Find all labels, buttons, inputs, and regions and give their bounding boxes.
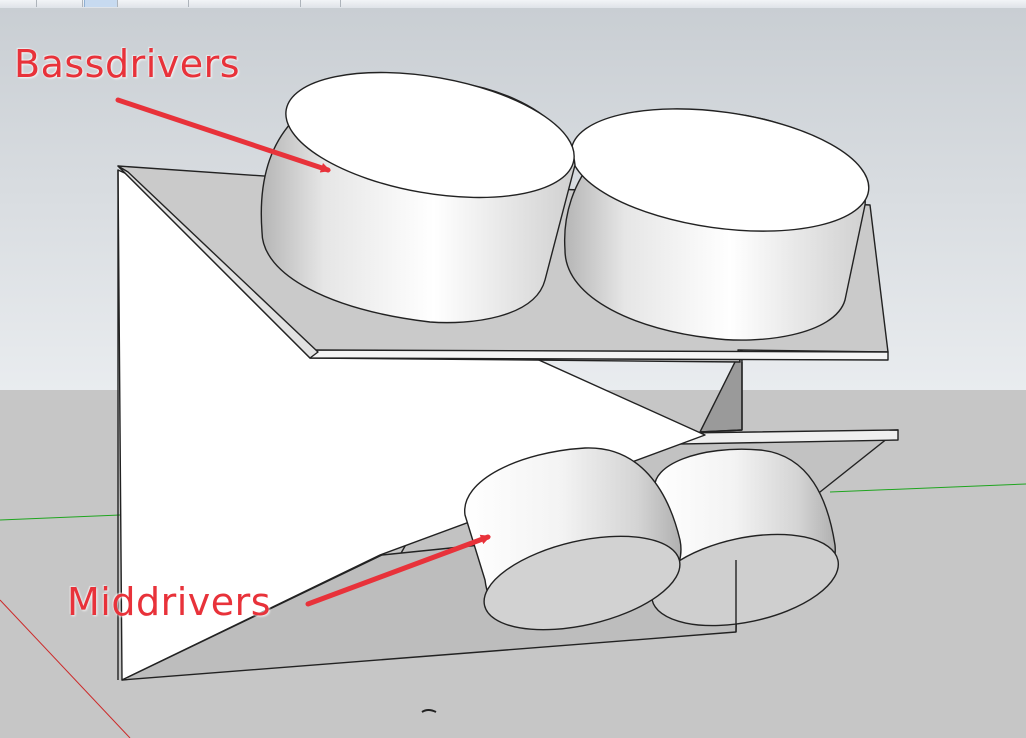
bassdrivers-label: Bassdrivers bbox=[14, 42, 241, 86]
mid-driver-left[interactable] bbox=[464, 447, 689, 646]
top-plate-left-edge bbox=[117, 165, 319, 359]
model-edge-line bbox=[699, 429, 743, 433]
green-axis-line bbox=[0, 514, 121, 521]
model-viewport[interactable] bbox=[0, 8, 1026, 738]
mid-driver-right[interactable] bbox=[643, 448, 846, 641]
toolbar-button[interactable] bbox=[38, 0, 83, 7]
ground-artifact bbox=[421, 709, 437, 713]
toolbar-button[interactable] bbox=[0, 0, 37, 7]
toolbar-button[interactable] bbox=[118, 0, 189, 7]
arrow-icon bbox=[115, 97, 331, 173]
bass-driver-right[interactable] bbox=[563, 92, 876, 341]
green-axis-line-right bbox=[829, 483, 1026, 493]
middrivers-label: Middrivers bbox=[67, 580, 272, 624]
toolbar-button[interactable] bbox=[302, 0, 341, 7]
top-plate-front-edge bbox=[309, 349, 889, 361]
toolbar-button[interactable] bbox=[190, 0, 301, 7]
arrow-icon bbox=[305, 534, 491, 607]
red-axis-line bbox=[0, 599, 131, 738]
bass-driver-left[interactable] bbox=[260, 53, 584, 324]
toolbar-button-active[interactable] bbox=[84, 0, 118, 7]
speaker-model[interactable] bbox=[117, 53, 899, 681]
